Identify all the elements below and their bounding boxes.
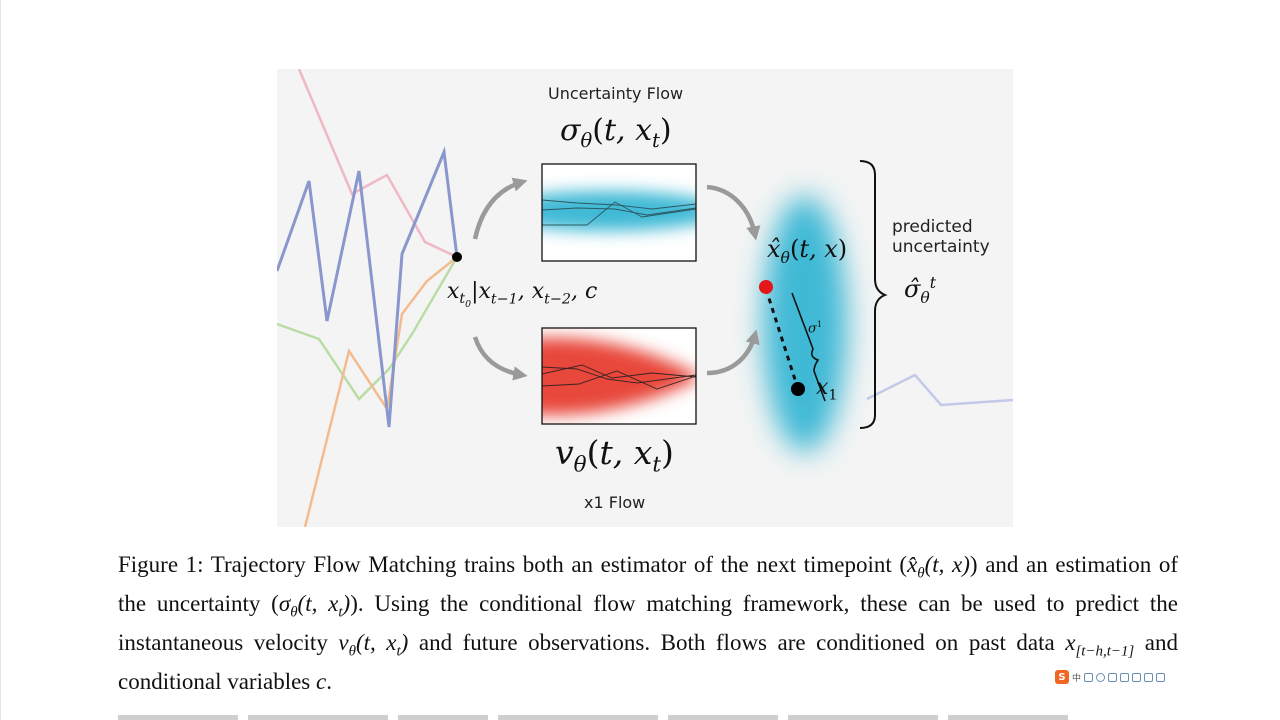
sigma-hat-math: σ̂θt xyxy=(904,274,937,307)
predicted-point xyxy=(759,280,773,294)
figure-trajectory-flow-matching: Uncertainty Flow x1 Flow predicted uncer… xyxy=(277,69,1013,527)
figure-diagram xyxy=(277,69,1013,527)
v-theta-math: vθ(t, xt) xyxy=(555,433,674,478)
sigma-theta-math: σθ(t, xt) xyxy=(560,113,672,152)
series-blue xyxy=(277,146,459,428)
arrow-from-uncertainty xyxy=(706,184,761,241)
caption-math-past: x[t−h,t−1] xyxy=(1065,630,1135,660)
uncertainty-flow-title: Uncertainty Flow xyxy=(548,84,684,103)
page-edge-rule xyxy=(0,0,1,720)
caption-text-5: and conditional variables xyxy=(118,630,1178,695)
series-green xyxy=(277,256,459,401)
caption-math-v: vθ(t, xt) xyxy=(338,630,409,660)
dashed-connector xyxy=(764,288,800,390)
caption-math-sigma: σθ(t, xt) xyxy=(278,591,351,621)
condition-math: xt0|xt−1, xt−2, c xyxy=(447,279,598,311)
x1-flow-box xyxy=(541,327,697,425)
caption-text-1: Figure 1: Trajectory Flow Matching train… xyxy=(118,552,908,577)
x-hat-math: x̂θ(t, x) xyxy=(767,235,848,267)
microphone-icon[interactable] xyxy=(1108,672,1118,682)
skin-icon[interactable] xyxy=(1132,672,1142,682)
emoji-icon[interactable] xyxy=(1096,672,1106,682)
language-toggle[interactable]: 中 xyxy=(1072,673,1082,684)
caption-math-xhat: x̂θ(t, x) xyxy=(907,552,970,582)
uncertainty-label: uncertainty xyxy=(892,237,990,257)
current-point xyxy=(452,252,462,262)
caption-text-3: ). Using the conditional flow matching f… xyxy=(118,591,1178,656)
next-text-line-cutoff xyxy=(118,708,1178,720)
figure-caption: Figure 1: Trajectory Flow Matching train… xyxy=(118,550,1178,697)
x1-point xyxy=(791,382,805,396)
sigma1-math: σ1 xyxy=(808,319,823,337)
x1-math: x1 xyxy=(816,375,838,404)
grid-menu-icon[interactable] xyxy=(1156,672,1166,682)
series-blue-right xyxy=(866,373,1013,407)
arrow-from-x1 xyxy=(706,329,760,376)
caption-text-6: . xyxy=(326,669,332,695)
uncertainty-cloud xyxy=(763,196,847,452)
uncertainty-brace xyxy=(859,160,888,429)
arrow-to-x1 xyxy=(472,336,528,381)
toolbox-icon[interactable] xyxy=(1144,672,1154,682)
keyboard-icon[interactable] xyxy=(1120,672,1130,682)
caption-text-4: and future observations. Both flows are … xyxy=(408,630,1066,656)
predicted-label: predicted xyxy=(892,217,973,237)
caption-text-2: ) and an estimation of the uncertainty ( xyxy=(118,552,1178,617)
arrow-to-uncertainty xyxy=(472,177,528,240)
sigma1-bracket xyxy=(791,292,826,402)
punctuation-icon[interactable] xyxy=(1084,672,1094,682)
series-pink xyxy=(297,69,458,259)
x1-flow-title: x1 Flow xyxy=(584,493,646,512)
caption-math-c: c xyxy=(316,669,327,695)
sogou-logo-icon[interactable]: S xyxy=(1055,670,1069,684)
uncertainty-flow-box xyxy=(541,163,697,262)
ime-toolbar[interactable]: S 中 xyxy=(1055,669,1166,685)
